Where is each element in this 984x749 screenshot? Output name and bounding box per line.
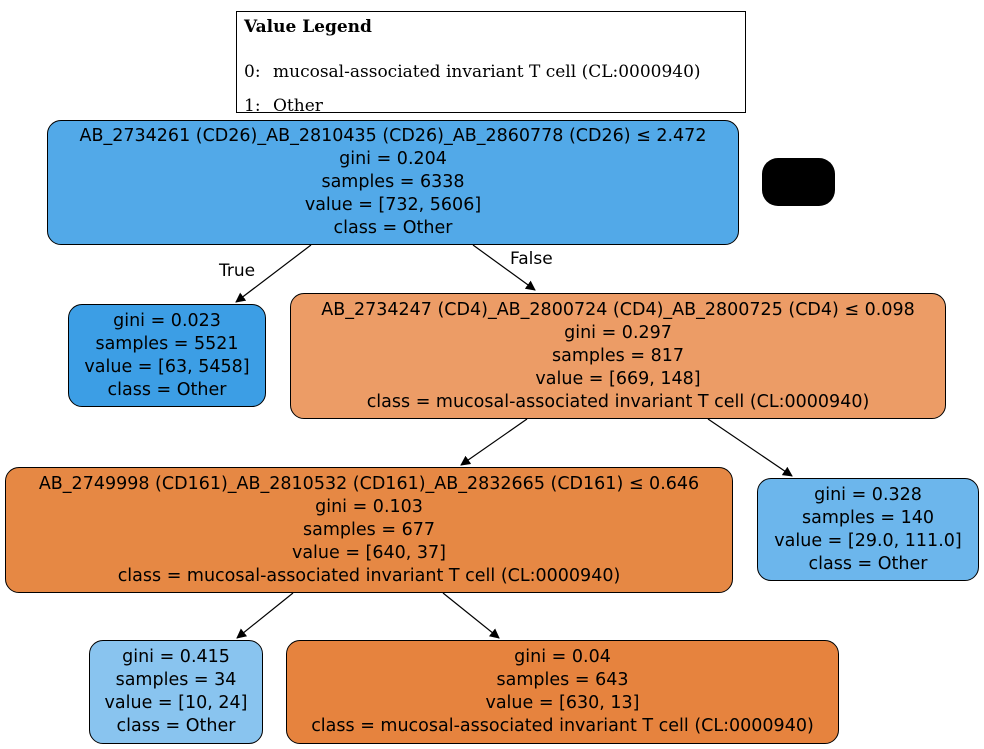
edge-label-false: False <box>510 249 553 269</box>
node-value: value = [10, 24] <box>104 693 248 713</box>
node-class: class = Other <box>116 716 236 736</box>
node-samples: samples = 817 <box>552 345 684 366</box>
edge-cd4-to-split-cd161 <box>460 418 528 466</box>
node-class: class = Other <box>808 553 928 574</box>
edge-cd161-to-leaf-643 <box>442 592 500 639</box>
node-value: value = [29.0, 111.0] <box>774 530 962 551</box>
node-class: class = mucosal-associated invariant T c… <box>117 565 621 586</box>
tree-node-leaf-left: gini = 0.023 samples = 5521 value = [63,… <box>68 304 266 407</box>
node-samples: samples = 6338 <box>321 172 465 192</box>
tree-node-leaf-140: gini = 0.328 samples = 140 value = [29.0… <box>757 478 979 581</box>
node-class: class = Other <box>333 218 453 238</box>
node-condition: AB_2749998 (CD161)_AB_2810532 (CD161)_AB… <box>38 473 700 494</box>
node-value: value = [630, 13] <box>485 693 640 713</box>
legend-item-0: 0: mucosal-associated invariant T cell (C… <box>244 62 701 82</box>
legend-label: Other <box>273 96 323 116</box>
node-class: class = mucosal-associated invariant T c… <box>311 716 814 736</box>
node-value: value = [63, 5458] <box>84 356 250 377</box>
node-samples: samples = 5521 <box>95 333 239 354</box>
tree-node-split-cd161: AB_2749998 (CD161)_AB_2810532 (CD161)_AB… <box>5 467 733 593</box>
tree-node-root: AB_2734261 (CD26)_AB_2810435 (CD26)_AB_2… <box>47 120 739 245</box>
node-samples: samples = 643 <box>496 670 629 690</box>
tree-node-split-cd4: AB_2734247 (CD4)_AB_2800724 (CD4)_AB_280… <box>290 293 946 419</box>
node-samples: samples = 677 <box>303 519 435 540</box>
node-condition: AB_2734247 (CD4)_AB_2800724 (CD4)_AB_280… <box>321 299 915 320</box>
node-gini: gini = 0.204 <box>339 149 447 169</box>
node-gini: gini = 0.415 <box>122 647 230 667</box>
edge-label-true: True <box>219 261 256 281</box>
legend-label: mucosal-associated invariant T cell (CL:… <box>273 62 701 82</box>
edge-cd4-to-leaf-140 <box>707 418 793 477</box>
legend-item-1: 1: Other <box>244 96 323 116</box>
node-gini: gini = 0.297 <box>564 322 672 343</box>
legend-key: 0: <box>244 62 261 82</box>
node-class: class = Other <box>107 379 227 400</box>
tree-node-leaf-643: gini = 0.04 samples = 643 value = [630, … <box>286 640 839 744</box>
legend-key: 1: <box>244 96 261 116</box>
edge-root-to-leaf-left <box>235 244 312 303</box>
black-rounded-shape <box>762 158 835 206</box>
node-gini: gini = 0.103 <box>315 496 423 517</box>
node-gini: gini = 0.023 <box>113 310 221 331</box>
node-value: value = [732, 5606] <box>304 195 482 215</box>
value-legend: Value Legend 0: mucosal-associated invari… <box>236 11 746 116</box>
node-value: value = [669, 148] <box>535 368 701 389</box>
edge-root-to-split-cd4 <box>472 244 536 291</box>
tree-node-leaf-34: gini = 0.415 samples = 34 value = [10, 2… <box>89 640 263 744</box>
node-class: class = mucosal-associated invariant T c… <box>366 391 870 412</box>
node-condition: AB_2734261 (CD26)_AB_2810435 (CD26)_AB_2… <box>79 126 707 146</box>
node-gini: gini = 0.328 <box>814 484 922 505</box>
node-gini: gini = 0.04 <box>514 647 611 667</box>
node-value: value = [640, 37] <box>291 542 447 563</box>
node-samples: samples = 140 <box>802 507 934 528</box>
legend-title: Value Legend <box>244 17 372 37</box>
edge-cd161-to-leaf-34 <box>236 592 294 639</box>
node-samples: samples = 34 <box>115 670 237 690</box>
